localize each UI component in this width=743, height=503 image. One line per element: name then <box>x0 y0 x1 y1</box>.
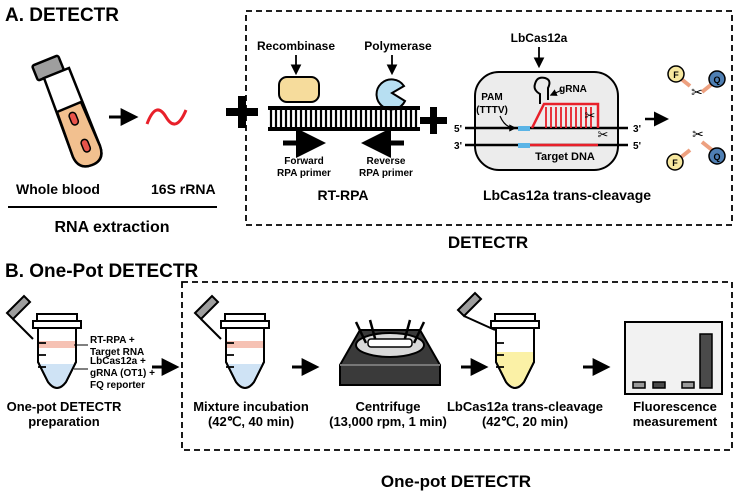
reverse-primer-label: Reverse <box>367 156 406 167</box>
scissors-icon: ✂ <box>585 108 596 123</box>
trans-cleavage-label: LbCas12a trans-cleavage <box>483 187 651 203</box>
bar-3 <box>681 381 695 389</box>
cas-mix-label-3: FQ reporter <box>90 380 145 391</box>
fluorescence-label-2: measurement <box>633 414 718 429</box>
arrow-pam <box>499 115 517 132</box>
prep-label-2: preparation <box>28 414 100 429</box>
cleavage-step-label-2: (42℃, 20 min) <box>482 414 568 429</box>
forward-primer-label: Forward <box>284 156 323 167</box>
forward-primer-label-2: RPA primer <box>277 168 331 179</box>
incubation-tube-icon <box>193 294 270 389</box>
pam-highlight <box>518 126 530 131</box>
panel-b-title: B. One-Pot DETECTR <box>5 261 198 282</box>
reporter-f-label: F <box>673 70 679 80</box>
blood-tube-icon <box>31 54 103 168</box>
reporter-q-label-2: Q <box>713 152 720 162</box>
rpa-target-label: RT-RPA + <box>90 335 135 346</box>
cleaved-reporter-top <box>667 65 726 94</box>
plus-icon-small <box>420 107 447 134</box>
cleavage-step-label: LbCas12a trans-cleavage <box>447 399 603 414</box>
scissors-icon-2: ✂ <box>598 127 609 142</box>
incubation-label-2: (42℃, 40 min) <box>208 414 294 429</box>
polymerase-label: Polymerase <box>364 39 432 53</box>
detectr-label: DETECTR <box>448 233 528 252</box>
polymerase-icon <box>375 78 407 111</box>
recombinase-label: Recombinase <box>257 39 335 53</box>
rt-rpa-label: RT-RPA <box>317 187 368 203</box>
scissors-icon-3: ✂ <box>691 84 703 100</box>
incubation-label: Mixture incubation <box>193 399 309 414</box>
rpa-target-label-2: Target RNA <box>90 347 144 358</box>
target-dna-label: Target DNA <box>535 151 595 163</box>
three-prime-bottom: 3' <box>454 141 462 152</box>
five-prime-top: 5' <box>454 124 462 135</box>
centrifuge-icon <box>339 319 441 386</box>
recombinase-icon <box>278 76 320 103</box>
centrifuge-label: Centrifuge <box>356 399 421 414</box>
panel-a-title: A. DETECTR <box>5 5 119 26</box>
three-prime-top: 3' <box>633 124 641 135</box>
plus-icon <box>226 96 258 128</box>
onepot-detectr-label: One-pot DETECTR <box>381 472 531 491</box>
grna-label: gRNA <box>559 84 587 95</box>
pam-highlight-bottom <box>518 143 530 148</box>
prep-label: One-pot DETECTR <box>7 399 122 414</box>
bar-1 <box>632 381 646 389</box>
detectr-box <box>245 10 733 226</box>
five-prime-bottom: 5' <box>633 141 641 152</box>
whole-blood-label: Whole blood <box>16 181 100 197</box>
grna-hairpin-icon <box>533 76 551 104</box>
centrifuge-label-2: (13,000 rpm, 1 min) <box>329 414 447 429</box>
rrna-label: 16S rRNA <box>151 181 216 197</box>
lbcas12a-label: LbCas12a <box>511 31 568 45</box>
dna-ladder-icon <box>268 106 420 131</box>
pam-label: PAM <box>481 92 502 103</box>
rna-extraction-label: RNA extraction <box>55 219 170 236</box>
scissors-icon-4: ✂ <box>692 126 704 142</box>
onepot-detectr-box <box>181 281 733 451</box>
cas-mix-label: LbCas12a + <box>90 356 146 367</box>
pam-label-2: (TTTV) <box>476 105 508 116</box>
cas-mix-label-2: gRNA (OT1) + <box>90 368 155 379</box>
grna-hybrid <box>545 107 592 128</box>
arrow-grna <box>549 89 563 96</box>
cleavage-tube-icon <box>456 291 540 389</box>
reverse-primer-label-2: RPA primer <box>359 168 413 179</box>
fluorescence-bars <box>632 333 713 389</box>
onepot-tube-icon <box>5 294 82 389</box>
bar-4 <box>699 333 713 389</box>
target-dna-loop <box>530 102 600 129</box>
reporter-f-label-2: F <box>672 158 678 168</box>
bar-2 <box>652 381 666 389</box>
rna-strand-icon <box>145 108 188 126</box>
reporter-q-label: Q <box>713 75 720 85</box>
fluorescence-label: Fluorescence <box>633 399 717 414</box>
cleaved-reporter-bottom <box>666 140 726 171</box>
